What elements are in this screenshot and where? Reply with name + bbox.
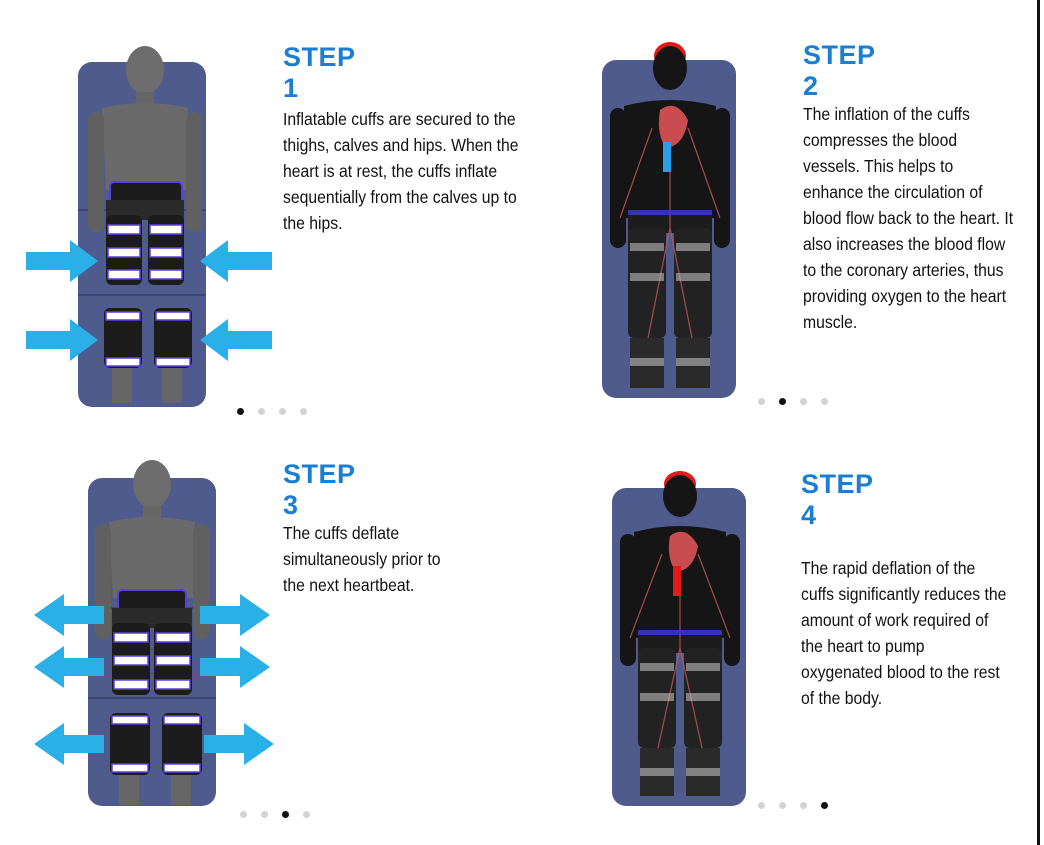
pagination-dot-2[interactable] xyxy=(258,408,265,415)
pagination-dot-3[interactable] xyxy=(282,811,289,818)
step-2-pagination xyxy=(758,398,828,405)
step-2-description: The inflation of the cuffs compresses th… xyxy=(803,104,1014,332)
pagination-dot-4[interactable] xyxy=(300,408,307,415)
pagination-dot-3[interactable] xyxy=(800,802,807,809)
pagination-dot-4[interactable] xyxy=(821,398,828,405)
step-4-pagination xyxy=(758,802,828,809)
step-1-title: STEP 1 xyxy=(283,42,356,103)
pagination-dot-3[interactable] xyxy=(279,408,286,415)
step-4-title: STEP 4 xyxy=(801,469,874,530)
step-3-description: The cuffs deflate simultaneously prior t… xyxy=(283,523,441,595)
figure-heart-pumping xyxy=(612,471,746,806)
step-3-title: STEP 3 xyxy=(283,459,356,520)
step-1-description: Inflatable cuffs are secured to the thig… xyxy=(283,109,519,233)
right-border xyxy=(1037,0,1040,845)
pagination-dot-1[interactable] xyxy=(240,811,247,818)
figure-cuffs-inflating xyxy=(26,46,272,407)
step-2-title: STEP 2 xyxy=(803,40,876,101)
step-3-pagination xyxy=(240,811,310,818)
figure-cuffs-deflating xyxy=(34,460,274,806)
pagination-dot-2[interactable] xyxy=(779,398,786,405)
pagination-dot-3[interactable] xyxy=(800,398,807,405)
pagination-dot-2[interactable] xyxy=(779,802,786,809)
pagination-dot-1[interactable] xyxy=(237,408,244,415)
pagination-dot-2[interactable] xyxy=(261,811,268,818)
step-1-pagination xyxy=(237,408,307,415)
pagination-dot-1[interactable] xyxy=(758,802,765,809)
pagination-dot-4[interactable] xyxy=(303,811,310,818)
step-4-description: The rapid deflation of the cuffs signifi… xyxy=(801,558,1007,708)
pagination-dot-1[interactable] xyxy=(758,398,765,405)
pagination-dot-4[interactable] xyxy=(821,802,828,809)
figure-circulation-return xyxy=(602,42,736,398)
